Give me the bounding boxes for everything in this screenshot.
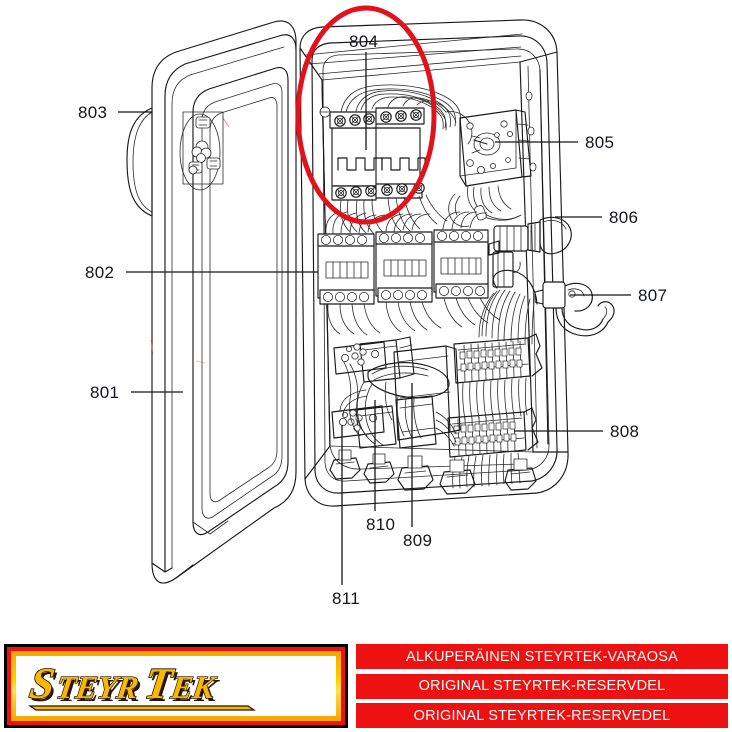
logo-inner-field: .wm { font-family:"Liberation Serif", se… (16, 656, 336, 716)
svg-text:EK: EK (168, 669, 219, 705)
callout-label-806: 806 (609, 208, 639, 227)
gland-5 (504, 458, 537, 491)
gland-3 (397, 455, 434, 491)
tagline-stack: ALKUPERÄINEN STEYRTEK-VARAOSA ORIGINAL S… (356, 644, 728, 728)
callout-label-802: 802 (85, 263, 115, 282)
gland-2 (363, 453, 395, 484)
cabinet-door-group (126, 20, 297, 584)
callout-label-804: 804 (349, 32, 379, 51)
logo-border-red: .wm { font-family:"Liberation Serif", se… (7, 647, 345, 725)
callout-label-803: 803 (78, 103, 108, 122)
gland-4 (439, 459, 476, 495)
center-devices-group (331, 336, 461, 449)
footer-banner: .wm { font-family:"Liberation Serif", se… (0, 638, 732, 732)
callout-label-810: 810 (366, 515, 396, 534)
terminal-block-upper (453, 333, 543, 384)
wire-fan-bundle (478, 269, 538, 345)
cable-gland-806 (493, 216, 572, 273)
svg-text:T: T (142, 659, 178, 708)
aux-module (488, 240, 514, 288)
callout-label-807: 807 (638, 286, 668, 305)
gland-1 (329, 449, 361, 480)
power-supply-805 (448, 91, 537, 227)
door-lock-detail (179, 111, 224, 191)
highlight-ellipse (295, 5, 437, 225)
callout-label-808: 808 (610, 422, 640, 441)
terminal-block-lower (447, 407, 539, 458)
callout-leader-lines (118, 52, 631, 585)
logo-wordmark: .wm { font-family:"Liberation Serif", se… (26, 658, 256, 711)
svg-text:EK: EK (171, 672, 222, 708)
callout-label-811: 811 (332, 589, 361, 608)
callout-label-809: 809 (403, 531, 433, 550)
tagline-bar-fi: ALKUPERÄINEN STEYRTEK-VARAOSA (356, 644, 728, 669)
tagline-bar-sv: ORIGINAL STEYRTEK-RESERVDEL (356, 673, 728, 699)
svg-text:TEYR: TEYR (57, 672, 144, 708)
callout-label-805: 805 (585, 133, 615, 152)
callout-label-801: 801 (90, 383, 120, 402)
technical-diagram: .ln { fill:none; stroke:#1a1a1a; stroke-… (78, 5, 668, 608)
logo-border-yellow: .wm { font-family:"Liberation Serif", se… (11, 651, 341, 721)
circuit-breaker-804 (319, 84, 473, 235)
latch-handle-807 (534, 281, 615, 337)
cabinet-line-drawing: .ln { fill:none; stroke:#1a1a1a; stroke-… (118, 5, 631, 585)
contactor-row-802 (317, 211, 514, 336)
svg-text:TEYR: TEYR (54, 669, 141, 705)
steyrtek-logo: .wm { font-family:"Liberation Serif", se… (4, 644, 348, 728)
wire-bundle-and-terminals (447, 269, 543, 489)
tagline-bar-no: ORIGINAL STEYRTEK-RESERVEDEL (356, 703, 728, 728)
